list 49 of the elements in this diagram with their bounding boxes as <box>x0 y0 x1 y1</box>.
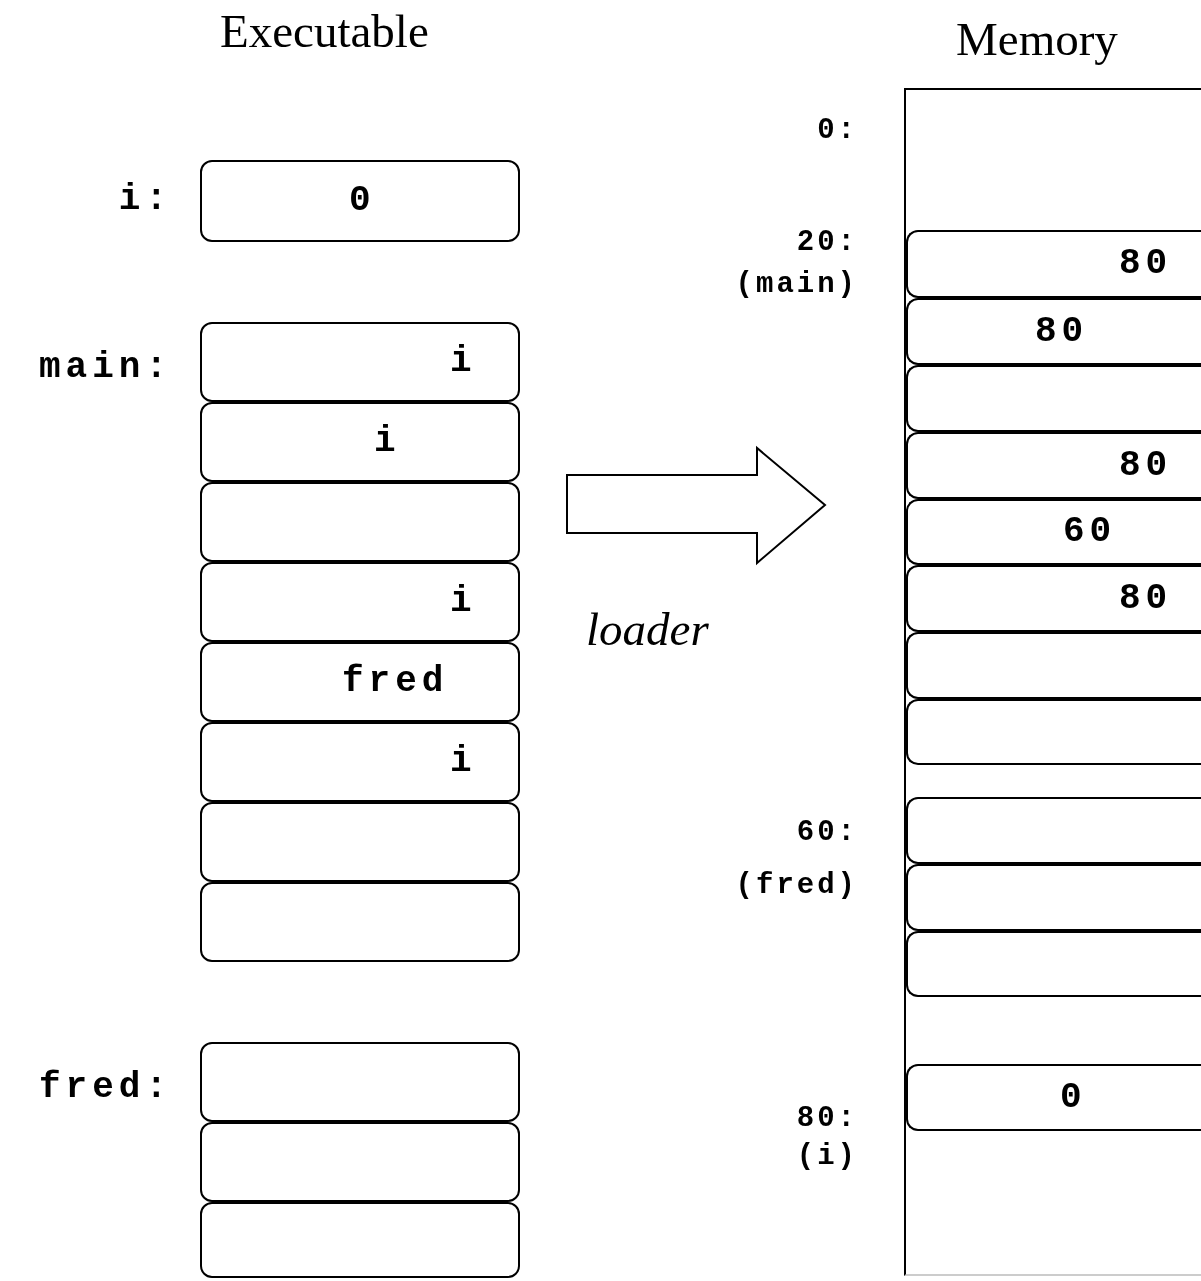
memory-cell <box>906 298 1201 365</box>
word-cell <box>200 482 520 562</box>
cell-value: i <box>374 422 401 462</box>
cell-value: i <box>450 582 477 622</box>
word-cell <box>200 562 520 642</box>
address-label: (i) <box>796 1140 858 1174</box>
cell-value: 60 <box>1063 512 1117 552</box>
address-label: (fred) <box>735 869 858 903</box>
cell-value: 80 <box>1119 445 1173 486</box>
word-cell <box>200 722 520 802</box>
address-label: 80: <box>796 1102 858 1136</box>
symbol-label: main: <box>38 348 172 388</box>
symbol-label: i: <box>118 180 172 220</box>
memory-cell <box>906 499 1201 565</box>
cell-value: i <box>450 742 477 782</box>
memory-cell <box>906 864 1201 931</box>
memory-cell <box>906 565 1201 632</box>
column-heading: Executable <box>220 4 429 58</box>
word-cell <box>200 1042 520 1122</box>
memory-cell <box>906 432 1201 499</box>
memory-cell <box>906 797 1201 864</box>
cell-value: 80 <box>1035 311 1089 352</box>
symbol-label: fred: <box>38 1068 172 1108</box>
address-label: 20: <box>796 226 858 260</box>
word-cell <box>200 1122 520 1202</box>
cell-value: 0 <box>1060 1077 1087 1118</box>
arrow-caption: loader <box>586 602 709 656</box>
word-cell <box>200 322 520 402</box>
cell-value: 80 <box>1119 244 1173 284</box>
word-cell <box>200 1202 520 1278</box>
address-label: (main) <box>735 268 858 302</box>
word-cell <box>200 642 520 722</box>
word-cell <box>200 402 520 482</box>
cell-value: fred <box>342 662 449 702</box>
memory-cell <box>906 699 1201 765</box>
address-label: 60: <box>796 816 858 850</box>
word-cell <box>200 160 520 242</box>
cell-value: 80 <box>1119 578 1173 619</box>
cell-value: i <box>450 342 477 382</box>
memory-cell <box>906 931 1201 997</box>
memory-cell <box>906 1064 1201 1131</box>
memory-cell <box>906 230 1201 298</box>
word-cell <box>200 802 520 882</box>
memory-cell <box>906 365 1201 432</box>
word-cell <box>200 882 520 962</box>
column-heading: Memory <box>956 12 1118 66</box>
memory-cell <box>906 632 1201 699</box>
cell-value: 0 <box>349 181 376 221</box>
address-label: 0: <box>817 114 858 148</box>
